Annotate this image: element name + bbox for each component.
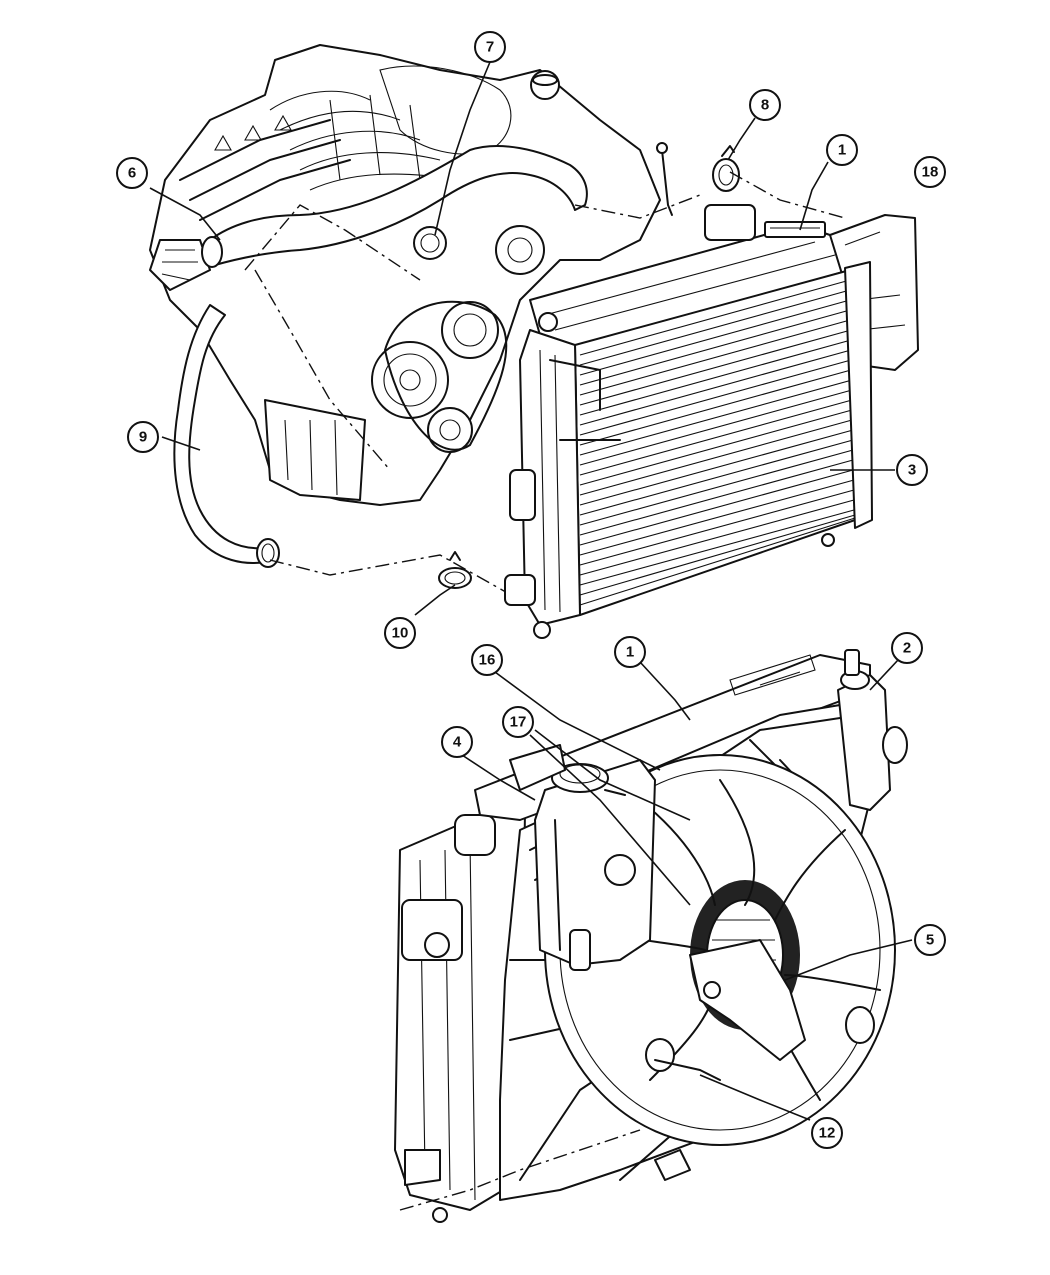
callout-7-label: 7 (486, 39, 494, 56)
callout-5: 5 (914, 924, 946, 956)
callout-5-label: 5 (926, 932, 934, 949)
leader-lines (149, 61, 913, 1121)
callout-18-label: 18 (922, 164, 939, 181)
callout-4-label: 4 (453, 734, 462, 751)
callout-17-label: 17 (510, 714, 527, 731)
callout-16: 16 (471, 644, 503, 676)
callout-6: 6 (116, 157, 148, 189)
radiator-fan-assembly (394, 649, 908, 1223)
callout-18: 18 (914, 156, 946, 188)
callout-10: 10 (384, 617, 416, 649)
callout-12-label: 12 (819, 1125, 836, 1142)
callout-6-label: 6 (128, 165, 136, 182)
callout-8-label: 8 (761, 97, 769, 114)
callout-17: 17 (502, 706, 534, 738)
callout-16-label: 16 (479, 652, 496, 669)
callout-3-label: 3 (908, 462, 916, 479)
callout-9: 9 (127, 421, 159, 453)
callout-8: 8 (749, 89, 781, 121)
radiator-condenser-upper (504, 204, 919, 639)
callout-2-label: 2 (903, 640, 911, 657)
callout-7: 7 (474, 31, 506, 63)
callout-10-label: 10 (392, 625, 409, 642)
engine-illustration (149, 44, 846, 601)
callout-2: 2 (891, 632, 923, 664)
callout-1-upper: 1 (826, 134, 858, 166)
callout-1-lower-label: 1 (626, 644, 634, 661)
callout-1-lower: 1 (614, 636, 646, 668)
callout-12: 12 (811, 1117, 843, 1149)
callout-4: 4 (441, 726, 473, 758)
callout-1-upper-label: 1 (838, 142, 846, 159)
condenser-core-fins (579, 279, 856, 606)
callout-3: 3 (896, 454, 928, 486)
callout-9-label: 9 (139, 429, 147, 446)
